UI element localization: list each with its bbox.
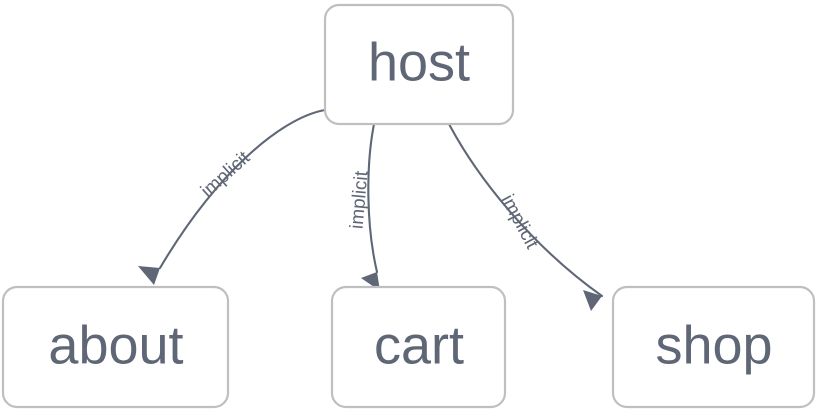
node-host-box[interactable] [323,3,515,126]
edge-label-host-cart: implicit [347,169,373,229]
node-cart[interactable]: cart [330,285,507,409]
arrowhead-icon-shop [583,290,602,311]
node-about-box[interactable] [1,285,230,409]
edge-host-about[interactable]: implicit [138,108,327,285]
edge-host-shop-path [447,122,604,298]
edge-label-host-about: implicit [197,147,255,202]
edge-host-cart[interactable]: implicit [347,122,380,291]
node-shop-box[interactable] [611,285,816,409]
node-shop[interactable]: shop [611,285,816,409]
node-group: host about cart shop [1,3,816,409]
edge-host-shop[interactable]: implicit [447,122,604,311]
node-host-label: host [368,32,470,92]
node-host[interactable]: host [323,3,515,126]
edge-group: implicit implicit implicit [138,108,604,311]
edge-host-about-path [158,108,327,270]
node-about[interactable]: about [1,285,230,409]
edge-host-cart-path [367,122,379,274]
node-cart-label: cart [374,315,464,375]
edge-label-host-shop: implicit [497,191,543,253]
node-shop-label: shop [655,315,772,375]
arrowhead-icon-about [138,266,160,285]
node-about-label: about [48,315,183,375]
node-cart-box[interactable] [330,285,507,409]
